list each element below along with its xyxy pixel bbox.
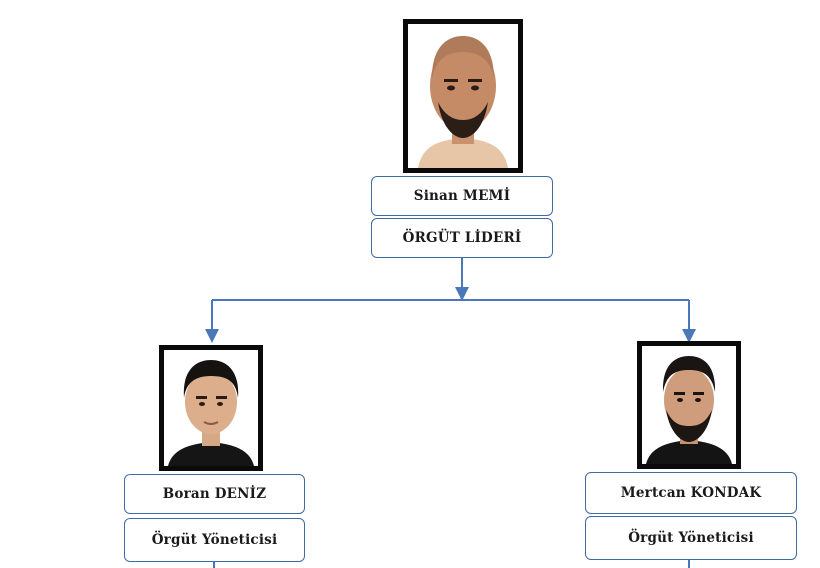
- right-name-box: Mertcan KONDAK: [585, 472, 797, 514]
- person-icon: [164, 350, 258, 466]
- person-icon: [408, 24, 518, 168]
- right-role-box: Örgüt Yöneticisi: [585, 516, 797, 560]
- right-member-portrait: [637, 341, 741, 469]
- left-name-box: Boran DENİZ: [124, 474, 305, 514]
- person-icon: [642, 346, 736, 464]
- left-member-portrait: [159, 345, 263, 471]
- left-role-box: Örgüt Yöneticisi: [124, 518, 305, 562]
- leader-name-box: Sinan MEMİ: [371, 176, 553, 216]
- leader-portrait: [403, 19, 523, 173]
- leader-role-box: ÖRGÜT LİDERİ: [371, 218, 553, 258]
